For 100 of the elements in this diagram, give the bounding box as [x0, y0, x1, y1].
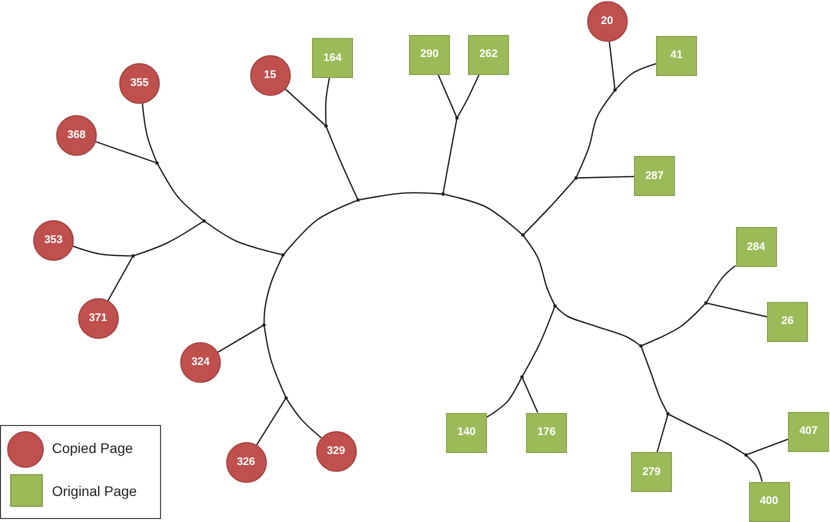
branch-line — [284, 88, 326, 126]
original-page-square — [788, 412, 829, 452]
branch-line — [576, 91, 615, 177]
page-number: 287 — [645, 170, 664, 182]
branch-line — [457, 74, 480, 117]
branch-line — [747, 438, 788, 455]
branch-line — [708, 302, 768, 318]
page-number: 326 — [236, 456, 256, 468]
copied-page-circle — [316, 431, 356, 472]
branch-line — [616, 63, 656, 90]
branch-line — [522, 378, 538, 413]
branch-point — [574, 176, 578, 180]
copied-page-circle — [119, 62, 160, 104]
page-number: 262 — [479, 49, 498, 60]
original-page-square — [409, 34, 450, 74]
page-number: 164 — [323, 52, 342, 64]
branch-line — [656, 415, 668, 452]
branch-point — [639, 344, 643, 348]
branch-line — [72, 245, 132, 257]
copied-page-circle — [56, 114, 97, 156]
branch-line — [524, 178, 576, 234]
branch-point — [666, 412, 670, 416]
original-page-square — [526, 412, 567, 452]
branch-point — [262, 323, 266, 327]
branch-line — [444, 194, 522, 234]
branch-line — [642, 304, 706, 346]
page-number: 407 — [799, 426, 818, 437]
page-number: 15 — [264, 70, 276, 80]
branch-line — [326, 127, 358, 199]
branch-point — [553, 304, 557, 308]
branch-line — [284, 200, 357, 254]
legend-label: Copied Page — [52, 441, 133, 455]
original-page-square — [656, 36, 697, 76]
branch-line — [142, 102, 158, 162]
branch-line — [438, 74, 457, 117]
original-page-square — [468, 34, 509, 74]
page-number: 41 — [670, 50, 683, 61]
branch-point — [324, 124, 328, 128]
branch-point — [284, 396, 288, 400]
branch-line — [608, 41, 616, 88]
branch-point — [744, 453, 748, 457]
branch-point — [613, 88, 617, 92]
legend-label: Original Page — [52, 484, 137, 498]
branch-line — [669, 414, 745, 455]
copied-page-circle — [78, 298, 118, 339]
page-number: 290 — [420, 49, 439, 60]
page-number: 400 — [760, 496, 778, 507]
page-number: 355 — [130, 78, 149, 88]
branch-line — [360, 192, 442, 200]
branch-line — [522, 307, 555, 376]
branch-line — [523, 236, 555, 305]
copied-page-circle — [250, 54, 290, 96]
branch-line — [578, 176, 634, 179]
branch-line — [486, 378, 522, 418]
original-page-square — [748, 482, 790, 522]
original-page-square — [736, 227, 776, 267]
page-number: 353 — [44, 235, 63, 246]
branch-point — [281, 253, 285, 257]
branch-line — [107, 257, 133, 302]
branch-line — [205, 221, 282, 256]
branch-line — [264, 326, 286, 397]
page-number: 284 — [746, 242, 766, 252]
branch-line — [157, 164, 204, 220]
branch-point — [520, 375, 524, 379]
branch-line — [134, 221, 203, 256]
page-number: 329 — [326, 446, 346, 457]
page-number: 368 — [67, 130, 86, 140]
copied-page-circle — [586, 1, 628, 42]
copied-page-circle — [226, 442, 266, 482]
original-page-square — [634, 156, 675, 196]
page-number: 324 — [191, 357, 210, 368]
branch-line — [706, 265, 736, 302]
branch-line — [286, 399, 322, 438]
branch-line — [256, 399, 286, 446]
page-number: 140 — [457, 427, 476, 438]
branch-line — [640, 347, 668, 413]
branch-line — [217, 325, 263, 353]
copied-page-circle — [180, 342, 221, 383]
branch-line — [263, 256, 283, 324]
branch-point — [131, 254, 135, 258]
page-number: 176 — [537, 427, 556, 438]
branch-point — [704, 301, 708, 305]
original-page-square — [312, 38, 353, 78]
original-page-square — [767, 302, 808, 342]
branch-point — [441, 192, 445, 196]
original-page-square — [631, 452, 672, 492]
original-page-square — [446, 412, 487, 452]
branch-line — [95, 140, 156, 164]
copied-page-circle — [33, 220, 74, 261]
branch-line — [556, 306, 640, 346]
branch-line — [746, 456, 763, 482]
branch-point — [521, 233, 525, 237]
page-number: 20 — [600, 16, 614, 27]
branch-point — [155, 161, 159, 165]
page-number: 279 — [642, 466, 661, 478]
page-number: 371 — [88, 313, 108, 324]
branch-line — [442, 120, 458, 192]
page-number: 26 — [781, 316, 794, 327]
branch-point — [202, 219, 206, 223]
branch-point — [455, 116, 459, 120]
